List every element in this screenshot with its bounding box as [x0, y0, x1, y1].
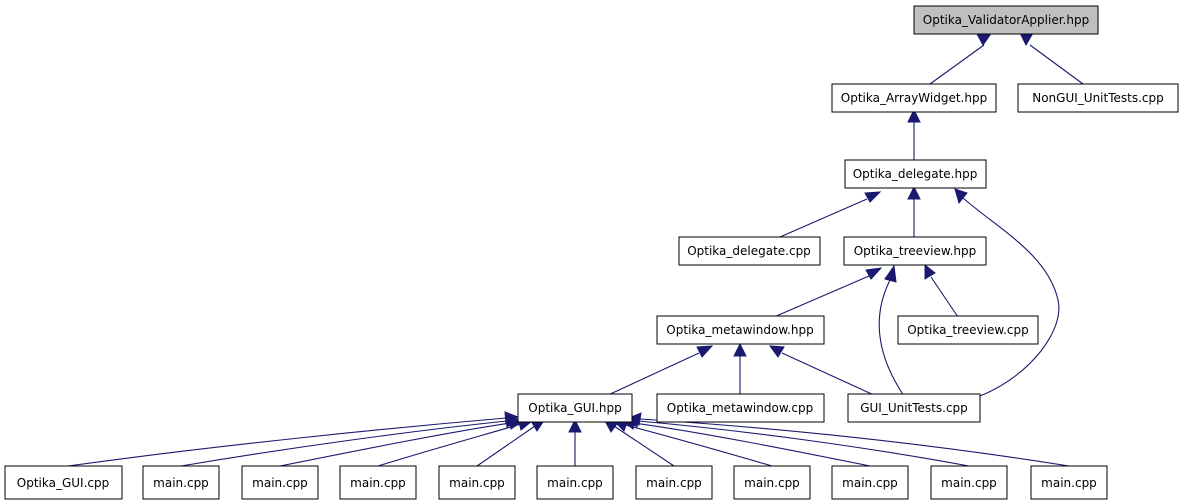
edge-main1-to-guihpp: [180, 420, 508, 467]
node-label: main.cpp: [449, 476, 505, 490]
node-delegate-cpp[interactable]: Optika_delegate.cpp: [678, 236, 821, 266]
node-main-cpp-10[interactable]: main.cpp: [1030, 465, 1108, 500]
node-main-cpp-3[interactable]: main.cpp: [339, 465, 417, 500]
arrowhead-icon: [1020, 32, 1034, 47]
node-label: Optika_GUI.cpp: [17, 476, 109, 490]
node-label: Optika_treeview.cpp: [907, 323, 1029, 337]
node-label: main.cpp: [252, 476, 308, 490]
arrowhead-icon: [568, 418, 582, 433]
node-label: main.cpp: [646, 476, 702, 490]
node-nongui-unittests-cpp[interactable]: NonGUI_UnitTests.cpp: [1017, 83, 1179, 113]
arrowhead-icon: [924, 263, 936, 280]
nodes: Optika_ValidatorApplier.hpp Optika_Array…: [4, 5, 1179, 500]
arrowhead-icon: [696, 345, 714, 358]
edge-guiunittests-to-metawindow: [781, 352, 877, 397]
arrowhead-icon: [865, 267, 883, 280]
node-label: main.cpp: [153, 476, 209, 490]
edge-main9-to-guihpp: [637, 420, 970, 467]
arrowhead-icon: [864, 191, 882, 203]
node-label: Optika_GUI.hpp: [528, 401, 621, 415]
node-label: main.cpp: [744, 476, 800, 490]
node-treeview-hpp[interactable]: Optika_treeview.hpp: [843, 236, 987, 266]
node-metawindow-cpp[interactable]: Optika_metawindow.cpp: [656, 393, 825, 423]
node-main-cpp-8[interactable]: main.cpp: [831, 465, 909, 500]
node-label: Optika_ArrayWidget.hpp: [841, 91, 987, 105]
node-label: Optika_ValidatorApplier.hpp: [923, 13, 1089, 27]
node-label: Optika_metawindow.cpp: [667, 401, 813, 415]
arrowhead-icon: [907, 108, 921, 123]
node-main-cpp-5[interactable]: main.cpp: [536, 465, 614, 500]
node-array-widget-hpp[interactable]: Optika_ArrayWidget.hpp: [831, 83, 997, 113]
node-main-cpp-9[interactable]: main.cpp: [930, 465, 1008, 500]
node-main-cpp-7[interactable]: main.cpp: [733, 465, 811, 500]
arrowhead-icon: [768, 345, 785, 358]
edges: [67, 32, 1084, 467]
node-main-cpp-6[interactable]: main.cpp: [635, 465, 713, 500]
edge-guiunittests-to-treeview: [878, 279, 905, 397]
node-gui-cpp[interactable]: Optika_GUI.cpp: [4, 465, 123, 500]
node-label: main.cpp: [1041, 476, 1097, 490]
edge-main4-to-guihpp: [476, 425, 536, 467]
edge-main10-to-guihpp: [639, 418, 1070, 467]
node-delegate-hpp[interactable]: Optika_delegate.hpp: [844, 159, 987, 189]
node-label: GUI_UnitTests.cpp: [860, 401, 968, 415]
edge-gui-to-metawindow: [605, 352, 700, 397]
edge-main2-to-guihpp: [279, 422, 511, 467]
node-label: main.cpp: [941, 476, 997, 490]
arrowhead-icon: [976, 33, 991, 46]
node-label: Optika_delegate.cpp: [687, 244, 811, 258]
edge-treeviewcpp-to-treeviewhpp: [930, 276, 959, 318]
node-main-cpp-4[interactable]: main.cpp: [438, 465, 516, 500]
node-metawindow-hpp[interactable]: Optika_metawindow.hpp: [656, 315, 825, 345]
node-gui-hpp[interactable]: Optika_GUI.hpp: [517, 393, 633, 423]
edge-main3-to-guihpp: [377, 423, 522, 467]
arrowhead-icon: [884, 264, 897, 283]
edge-arraywidget-to-validatorapplier: [929, 44, 985, 85]
edge-main8-to-guihpp: [633, 422, 871, 467]
arrowhead-icon: [733, 342, 747, 357]
node-gui-unittests-cpp[interactable]: GUI_UnitTests.cpp: [847, 393, 981, 423]
node-label: main.cpp: [842, 476, 898, 490]
node-main-cpp-1[interactable]: main.cpp: [142, 465, 220, 500]
node-treeview-cpp[interactable]: Optika_treeview.cpp: [897, 315, 1039, 345]
edge-guiunittests-to-delegatehpp: [962, 197, 1060, 397]
node-validator-applier-hpp[interactable]: Optika_ValidatorApplier.hpp: [913, 5, 1099, 35]
edge-metawindow-to-treeview: [773, 275, 870, 318]
edge-guicpp-to-guihpp: [67, 417, 507, 467]
edge-delegatecpp-to-delegatehpp: [779, 198, 868, 238]
arrowhead-icon: [907, 185, 921, 200]
edge-main7-to-guihpp: [624, 424, 773, 467]
edge-nongui-to-validatorapplier: [1029, 44, 1084, 85]
arrowhead-icon: [954, 188, 968, 205]
node-label: NonGUI_UnitTests.cpp: [1032, 91, 1164, 105]
node-main-cpp-2[interactable]: main.cpp: [241, 465, 319, 500]
arrowhead-icon: [627, 412, 642, 426]
node-label: main.cpp: [350, 476, 406, 490]
node-label: Optika_treeview.hpp: [854, 244, 977, 258]
edge-main6-to-guihpp: [613, 425, 675, 467]
node-label: Optika_metawindow.hpp: [666, 323, 813, 337]
node-label: Optika_delegate.hpp: [853, 167, 978, 181]
node-label: main.cpp: [547, 476, 603, 490]
